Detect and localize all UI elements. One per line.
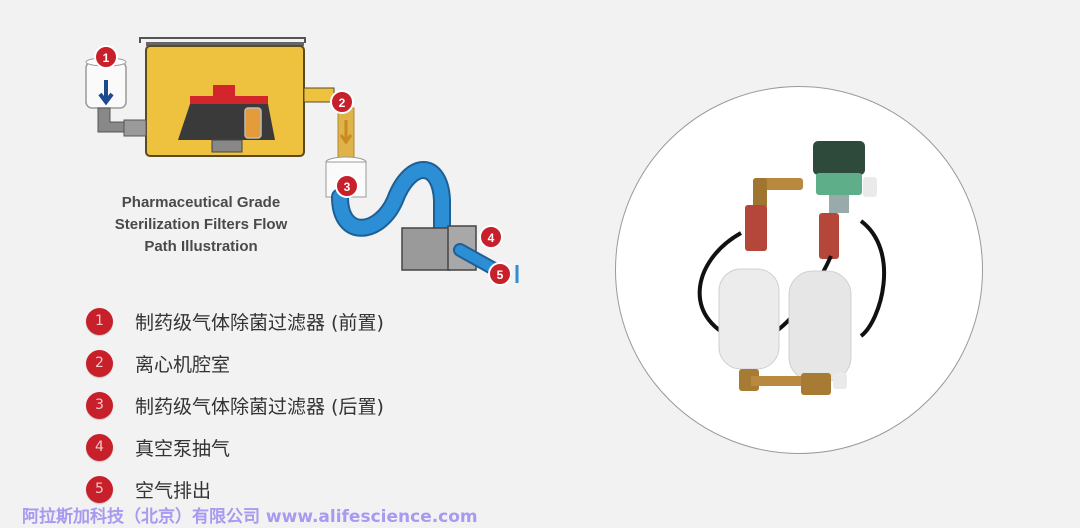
filter-assembly-photo — [615, 86, 983, 454]
number-badge: 1 — [86, 307, 113, 335]
number-badge: 4 — [86, 433, 113, 461]
legend-item: 1 制药级气体除菌过滤器 (前置) — [86, 300, 384, 342]
flow-path-diagram: 1 2 3 4 5 — [80, 30, 540, 290]
legend-label: 空气排出 — [135, 479, 212, 502]
caption-line: Sterilization Filters Flow — [114, 216, 288, 233]
legend-item: 2 离心机腔室 — [86, 342, 384, 384]
legend-label: 制药级气体除菌过滤器 (后置) — [135, 395, 384, 418]
svg-text:5: 5 — [497, 268, 504, 282]
caption-line: Pharmaceutical Grade — [121, 194, 281, 211]
number-badge: 5 — [86, 475, 113, 503]
legend-label: 离心机腔室 — [135, 353, 231, 376]
legend-item: 3 制药级气体除菌过滤器 (后置) — [86, 384, 384, 426]
legend-label: 真空泵抽气 — [135, 437, 231, 460]
legend-item: 4 真空泵抽气 — [86, 426, 384, 468]
footer-watermark: 阿拉斯加科技（北京）有限公司 www.alifescience.com — [22, 507, 478, 527]
diagram-caption: Pharmaceutical Grade Sterilization Filte… — [96, 192, 306, 258]
svg-text:3: 3 — [344, 180, 351, 194]
legend-list: 1 制药级气体除菌过滤器 (前置) 2 离心机腔室 3 制药级气体除菌过滤器 (… — [86, 300, 384, 510]
flow-diagram-graphic: 1 2 3 4 5 — [85, 37, 519, 286]
legend-label: 制药级气体除菌过滤器 (前置) — [135, 311, 384, 334]
svg-text:4: 4 — [488, 231, 495, 245]
filter-assembly-illustration — [697, 141, 886, 395]
legend-item: 5 空气排出 — [86, 468, 384, 510]
svg-text:2: 2 — [339, 96, 346, 110]
caption-line: Path Illustration — [144, 238, 258, 255]
number-badge: 3 — [86, 391, 113, 419]
number-badge: 2 — [86, 349, 113, 377]
svg-text:1: 1 — [103, 51, 110, 65]
